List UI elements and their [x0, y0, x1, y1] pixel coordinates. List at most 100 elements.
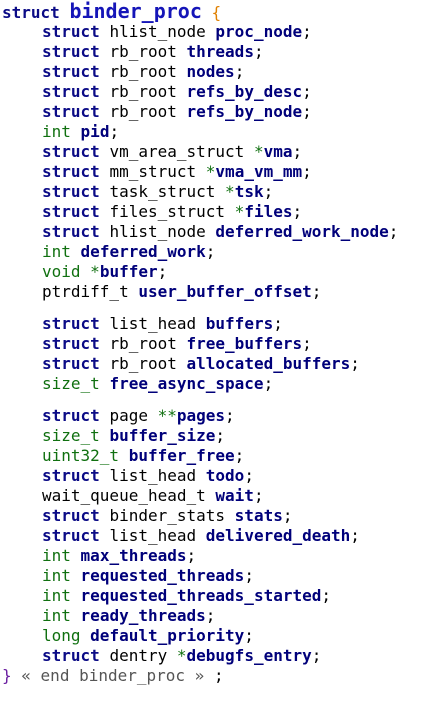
- field-semicolon: ;: [244, 626, 254, 645]
- field-pointer: *: [225, 182, 235, 201]
- field-line: int pid;: [2, 122, 423, 142]
- field-type: wait_queue_head_t: [42, 486, 206, 505]
- field-semicolon: ;: [350, 526, 360, 545]
- field-keyword: struct: [42, 42, 100, 61]
- field-keyword: struct: [42, 102, 100, 121]
- field-keyword: struct: [42, 162, 100, 181]
- field-name: todo: [205, 466, 245, 485]
- field-name: free_buffers: [186, 334, 303, 353]
- field-name: vma: [263, 142, 293, 161]
- field-semicolon: ;: [157, 262, 168, 281]
- field-group-2: struct list_head buffers;struct rb_root …: [2, 314, 423, 394]
- field-line: struct list_head buffers;: [2, 314, 423, 334]
- field-semicolon: ;: [302, 22, 312, 41]
- field-semicolon: ;: [321, 586, 332, 605]
- field-type: rb_root: [109, 354, 177, 373]
- field-line: int requested_threads;: [2, 566, 423, 586]
- field-semicolon: ;: [263, 182, 274, 201]
- field-keyword: struct: [42, 526, 100, 545]
- field-line: ptrdiff_t user_buffer_offset;: [2, 282, 423, 302]
- field-type: rb_root: [109, 102, 177, 121]
- field-pointer: *: [90, 262, 100, 281]
- field-type: list_head: [109, 526, 197, 545]
- field-type: list_head: [109, 466, 197, 485]
- field-name: threads: [186, 42, 254, 61]
- struct-keyword: struct: [2, 3, 60, 22]
- field-type: int: [42, 566, 71, 585]
- end-comment: « end binder_proc »: [21, 666, 205, 685]
- field-type: int: [42, 606, 71, 625]
- field-type: task_struct: [109, 182, 216, 201]
- field-type: rb_root: [109, 334, 177, 353]
- field-semicolon: ;: [302, 334, 312, 353]
- field-keyword: struct: [42, 142, 100, 161]
- field-type: dentry: [109, 646, 168, 665]
- field-line: int max_threads;: [2, 546, 423, 566]
- field-line: struct rb_root free_buffers;: [2, 334, 423, 354]
- field-line: struct mm_struct *vma_vm_mm;: [2, 162, 423, 182]
- field-line: struct rb_root refs_by_node;: [2, 102, 423, 122]
- field-type: hlist_node: [109, 222, 206, 241]
- final-semicolon: ;: [213, 666, 224, 685]
- field-semicolon: ;: [302, 82, 312, 101]
- field-keyword: struct: [42, 202, 100, 221]
- field-line: struct rb_root refs_by_desc;: [2, 82, 423, 102]
- field-name: stats: [234, 506, 283, 525]
- field-semicolon: ;: [205, 606, 216, 625]
- field-semicolon: ;: [225, 406, 235, 425]
- field-line: struct vm_area_struct *vma;: [2, 142, 423, 162]
- field-line: size_t free_async_space;: [2, 374, 423, 394]
- field-semicolon: ;: [109, 122, 120, 141]
- field-name: debugfs_entry: [186, 646, 312, 665]
- field-semicolon: ;: [263, 374, 274, 393]
- field-keyword: struct: [42, 82, 100, 101]
- field-type: page: [109, 406, 148, 425]
- field-line: struct list_head todo;: [2, 466, 423, 486]
- field-pointer: **: [157, 406, 177, 425]
- blank-line: [2, 394, 423, 406]
- field-line: long default_priority;: [2, 626, 423, 646]
- field-semicolon: ;: [215, 426, 226, 445]
- field-line: size_t buffer_size;: [2, 426, 423, 446]
- field-type: binder_stats: [109, 506, 226, 525]
- struct-name: binder_proc: [69, 0, 202, 23]
- struct-header-line: struct binder_proc {: [2, 0, 423, 22]
- field-type: rb_root: [109, 62, 177, 81]
- field-name: buffer_free: [128, 446, 235, 465]
- field-line: wait_queue_head_t wait;: [2, 486, 423, 506]
- field-line: struct hlist_node deferred_work_node;: [2, 222, 423, 242]
- field-line: struct files_struct *files;: [2, 202, 423, 222]
- field-type: files_struct: [109, 202, 226, 221]
- field-name: files: [244, 202, 293, 221]
- field-name: wait: [215, 486, 254, 505]
- field-type: int: [42, 122, 71, 141]
- field-pointer: *: [234, 202, 245, 221]
- field-group-1: struct hlist_node proc_node;struct rb_ro…: [2, 22, 423, 302]
- field-semicolon: ;: [205, 242, 216, 261]
- field-keyword: struct: [42, 466, 100, 485]
- field-name: default_priority: [90, 626, 245, 645]
- field-keyword: struct: [42, 334, 100, 353]
- field-keyword: struct: [42, 314, 100, 333]
- field-type: void: [42, 262, 81, 281]
- field-semicolon: ;: [273, 314, 283, 333]
- field-keyword: struct: [42, 506, 100, 525]
- field-name: max_threads: [80, 546, 187, 565]
- field-keyword: struct: [42, 222, 100, 241]
- field-semicolon: ;: [253, 486, 264, 505]
- field-line: struct list_head delivered_death;: [2, 526, 423, 546]
- field-type: hlist_node: [109, 22, 206, 41]
- field-semicolon: ;: [244, 466, 254, 485]
- field-name: user_buffer_offset: [138, 282, 312, 301]
- field-name: tsk: [234, 182, 264, 201]
- field-semicolon: ;: [302, 162, 312, 181]
- field-keyword: struct: [42, 62, 100, 81]
- field-name: pid: [80, 122, 110, 141]
- field-line: uint32_t buffer_free;: [2, 446, 423, 466]
- field-type: list_head: [109, 314, 197, 333]
- field-type: uint32_t: [42, 446, 120, 465]
- field-type: size_t: [42, 426, 100, 445]
- field-type: size_t: [42, 374, 100, 393]
- field-name: deferred_work_node: [215, 222, 389, 241]
